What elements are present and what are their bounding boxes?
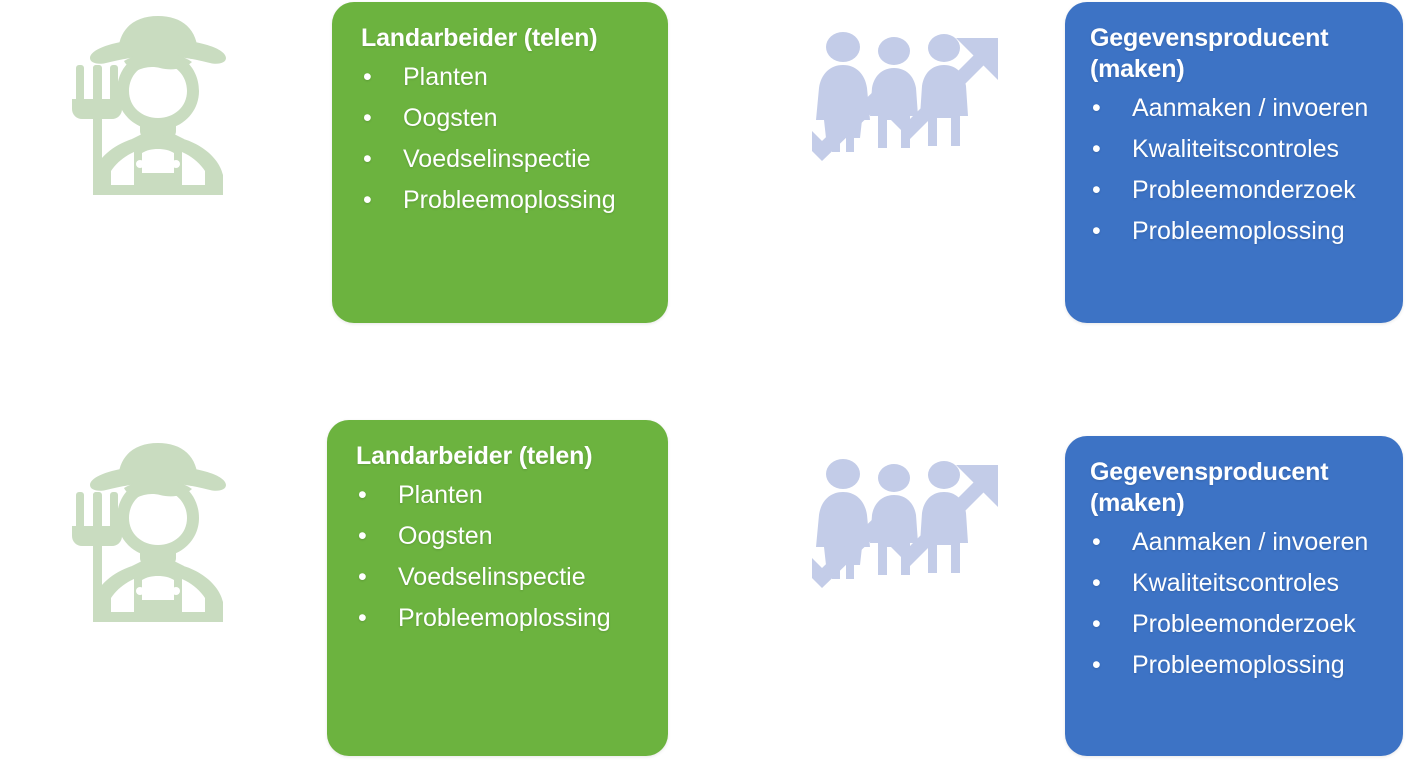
list-item: • Kwaliteitscontroles	[1090, 563, 1393, 604]
grower-card[interactable]: Landarbeider (telen) • Planten • Oogsten…	[332, 2, 668, 323]
list-item: • Probleemonderzoek	[1090, 604, 1393, 645]
list-item-label: Oogsten	[398, 522, 493, 550]
list-item-label: Probleemoplossing	[403, 186, 616, 214]
farmer-with-pitchfork-icon	[68, 440, 248, 625]
farmer-with-pitchfork-icon	[68, 13, 248, 198]
diagram-row-2: Landarbeider (telen) • Planten • Oogsten…	[0, 384, 1408, 768]
list-item: • Kwaliteitscontroles	[1090, 129, 1393, 170]
grower-card-content: Landarbeider (telen) • Planten • Oogsten…	[356, 441, 658, 639]
bullet-icon: •	[1092, 217, 1101, 245]
bullet-icon: •	[1092, 94, 1101, 122]
list-item: • Probleemonderzoek	[1090, 170, 1393, 211]
list-item-label: Voedselinspectie	[403, 145, 591, 173]
data-producer-card-title: Gegevensproducent (maken)	[1090, 24, 1329, 83]
list-item-label: Voedselinspectie	[398, 563, 586, 591]
bullet-icon: •	[358, 604, 367, 632]
diagram-row-1: Landarbeider (telen) • Planten • Oogsten…	[68, 2, 1403, 323]
list-item-label: Planten	[398, 481, 483, 509]
list-item: • Aanmaken / invoeren	[1090, 88, 1393, 129]
grower-card-title: Landarbeider (telen)	[356, 442, 593, 470]
list-item-label: Aanmaken / invoeren	[1132, 528, 1369, 556]
data-producer-card-list: • Aanmaken / invoeren • Kwaliteitscontro…	[1090, 522, 1393, 686]
list-item-label: Probleemoplossing	[398, 604, 611, 632]
bullet-icon: •	[358, 522, 367, 550]
list-item: • Oogsten	[361, 98, 658, 139]
list-item: • Voedselinspectie	[361, 139, 658, 180]
list-item: • Oogsten	[356, 516, 658, 557]
list-item-label: Kwaliteitscontroles	[1132, 569, 1340, 597]
list-item-label: Probleemonderzoek	[1132, 176, 1356, 204]
list-item-label: Oogsten	[403, 104, 498, 132]
bullet-icon: •	[363, 186, 372, 214]
list-item: • Voedselinspectie	[356, 557, 658, 598]
bullet-icon: •	[1092, 176, 1101, 204]
bullet-icon: •	[1092, 528, 1101, 556]
list-item: • Probleemoplossing	[1090, 211, 1393, 252]
bullet-icon: •	[1092, 569, 1101, 597]
list-item: • Planten	[356, 475, 658, 516]
data-producer-card-content: Gegevensproducent (maken) • Aanmaken / i…	[1090, 457, 1393, 686]
data-producer-card-title: Gegevensproducent (maken)	[1090, 458, 1329, 517]
list-item: • Probleemoplossing	[356, 598, 658, 639]
list-item: • Probleemoplossing	[1090, 645, 1393, 686]
list-item-label: Kwaliteitscontroles	[1132, 135, 1340, 163]
data-producer-card[interactable]: Gegevensproducent (maken) • Aanmaken / i…	[1065, 2, 1403, 323]
bullet-icon: •	[363, 104, 372, 132]
data-producer-card-content: Gegevensproducent (maken) • Aanmaken / i…	[1090, 23, 1393, 252]
bullet-icon: •	[1092, 610, 1101, 638]
list-item-label: Probleemonderzoek	[1132, 610, 1356, 638]
data-producer-card-list: • Aanmaken / invoeren • Kwaliteitscontro…	[1090, 88, 1393, 252]
list-item-label: Probleemoplossing	[1132, 651, 1345, 679]
list-item-label: Probleemoplossing	[1132, 217, 1345, 245]
grower-card[interactable]: Landarbeider (telen) • Planten • Oogsten…	[327, 420, 668, 756]
grower-card-title: Landarbeider (telen)	[361, 24, 598, 52]
bullet-icon: •	[358, 481, 367, 509]
bullet-icon: •	[363, 145, 372, 173]
bullet-icon: •	[1092, 651, 1101, 679]
list-item-label: Aanmaken / invoeren	[1132, 94, 1369, 122]
bullet-icon: •	[1092, 135, 1101, 163]
people-growth-arrow-icon	[806, 20, 1006, 170]
list-item-label: Planten	[403, 63, 488, 91]
grower-card-content: Landarbeider (telen) • Planten • Oogsten…	[361, 23, 658, 221]
list-item: • Probleemoplossing	[361, 180, 658, 221]
grower-card-list: • Planten • Oogsten • Voedselinspectie •…	[361, 57, 658, 221]
data-producer-card[interactable]: Gegevensproducent (maken) • Aanmaken / i…	[1065, 436, 1403, 756]
bullet-icon: •	[363, 63, 372, 91]
grower-card-list: • Planten • Oogsten • Voedselinspectie •…	[356, 475, 658, 639]
people-growth-arrow-icon	[806, 447, 1006, 597]
bullet-icon: •	[358, 563, 367, 591]
list-item: • Aanmaken / invoeren	[1090, 522, 1393, 563]
list-item: • Planten	[361, 57, 658, 98]
